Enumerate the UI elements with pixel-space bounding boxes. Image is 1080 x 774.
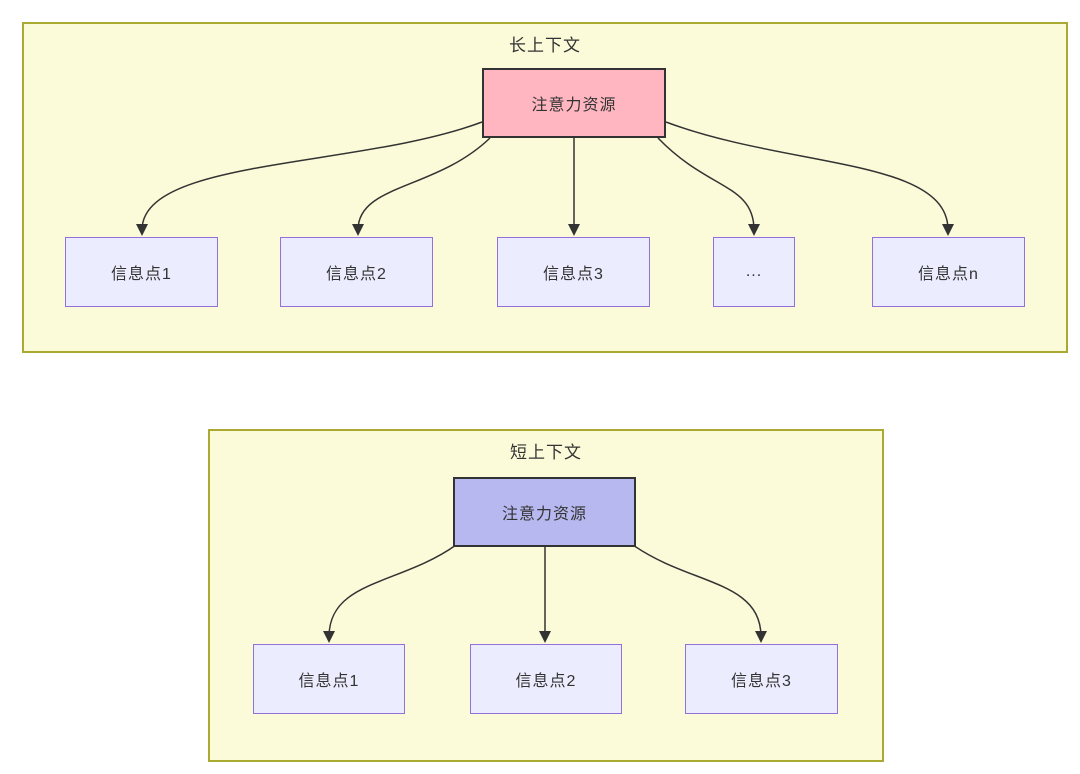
attention-node-long: 注意力资源 [482,68,666,138]
long-info-node-n: 信息点n [872,237,1025,307]
long-info-node-3-label: 信息点3 [543,266,604,283]
long-info-node-ellipsis: ... [713,237,795,307]
long-info-node-ellipsis-label: ... [745,263,763,280]
long-context-title: 长上下文 [509,36,581,55]
short-context-title: 短上下文 [510,443,582,462]
short-info-node-2-label: 信息点2 [515,673,577,690]
short-info-node-3: 信息点3 [685,644,838,714]
long-info-node-1: 信息点1 [65,237,218,307]
long-info-node-3: 信息点3 [497,237,650,307]
short-info-node-3-label: 信息点3 [731,673,792,690]
short-info-node-2: 信息点2 [470,644,622,714]
attention-node-long-label: 注意力资源 [531,97,617,114]
long-info-node-n-label: 信息点n [918,266,979,283]
attention-node-short: 注意力资源 [453,477,636,547]
short-info-node-1: 信息点1 [253,644,405,714]
long-info-node-1-label: 信息点1 [111,266,172,283]
long-info-node-2-label: 信息点2 [326,266,387,283]
attention-node-short-label: 注意力资源 [501,506,587,523]
short-info-node-1-label: 信息点1 [298,673,360,690]
long-info-node-2: 信息点2 [280,237,433,307]
